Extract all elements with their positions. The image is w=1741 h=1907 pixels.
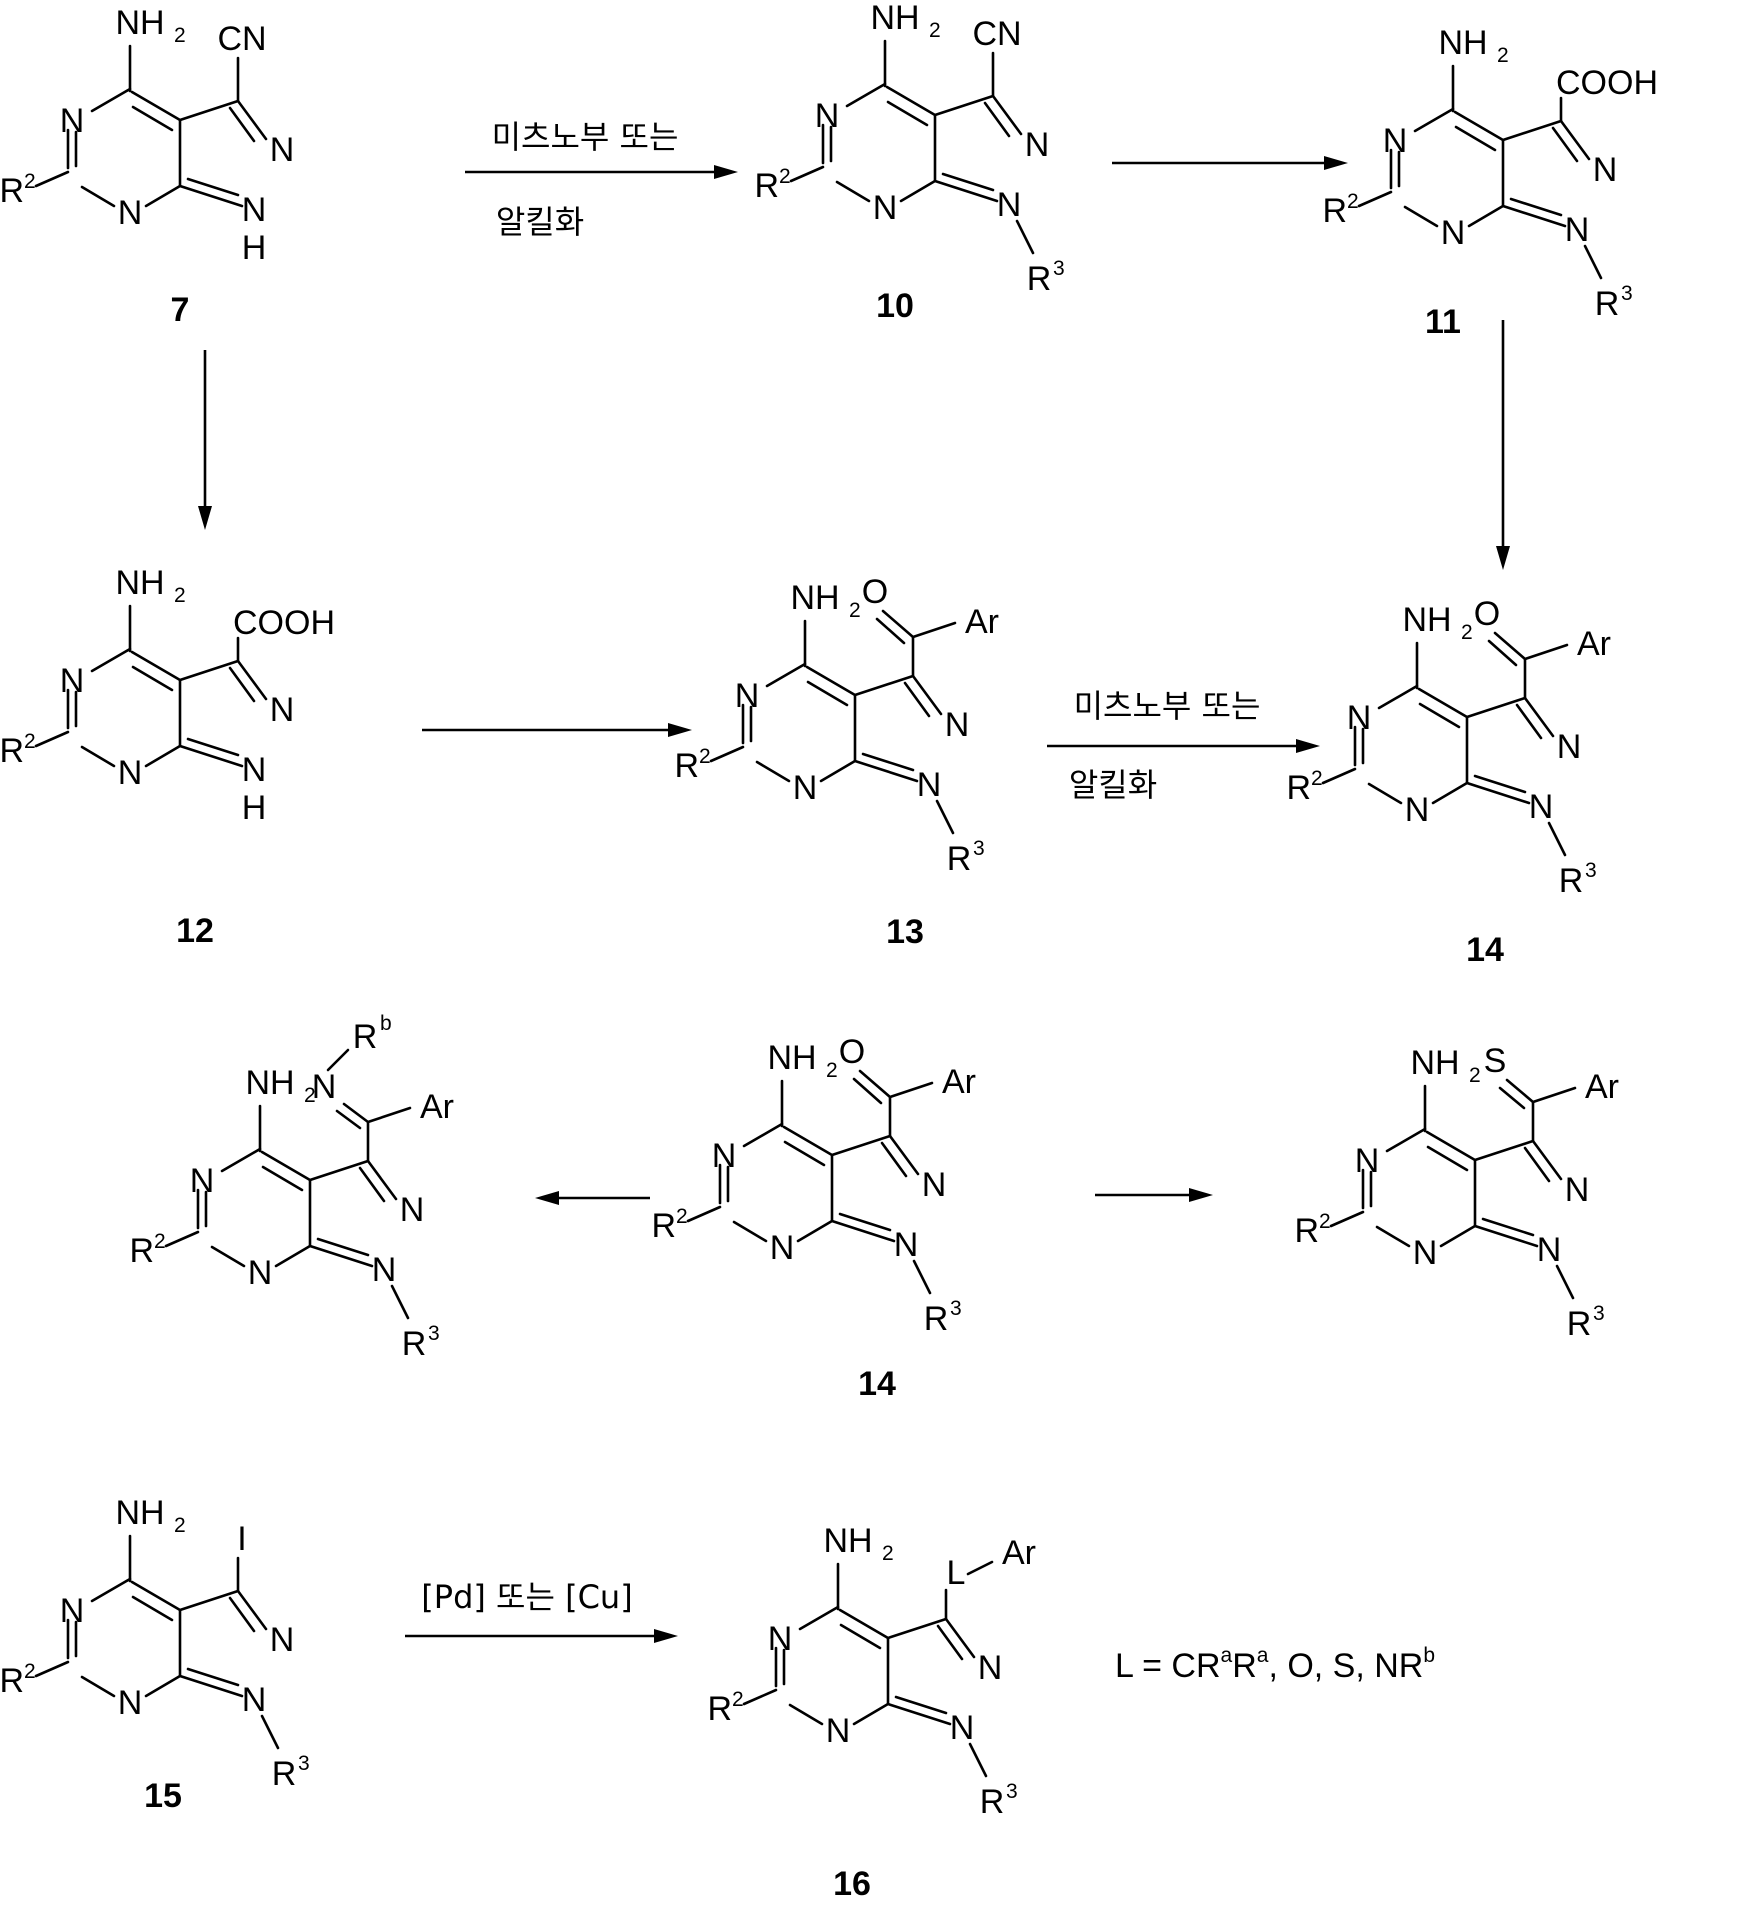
arrow-11-to-14: [1496, 320, 1510, 570]
arrow-13-to-14: [1047, 739, 1320, 753]
imine-product-structure: N R b Ar: [129, 1012, 454, 1363]
condition-alkylation-2: 알킬화: [1069, 766, 1157, 804]
arrow-7-to-10: [465, 165, 738, 179]
arrow-14-to-thioketone: [1095, 1188, 1213, 1202]
compound-15-label: 15: [144, 1777, 182, 1815]
svg-text:L: L: [947, 1554, 966, 1592]
condition-alkylation-1: 알킬화: [496, 203, 584, 241]
svg-text:CN: CN: [972, 15, 1021, 53]
svg-text:O: O: [1474, 595, 1500, 633]
compound-12-label: 12: [176, 912, 214, 950]
compound-14-label-a: 14: [1466, 931, 1504, 969]
compound-10-structure: CN: [754, 0, 1064, 298]
svg-text:N: N: [312, 1068, 337, 1106]
thioketone-product-structure: S Ar: [1294, 1042, 1619, 1343]
svg-text:Ar: Ar: [1002, 1534, 1036, 1572]
compound-7-label: 7: [171, 291, 190, 329]
condition-mitsunobu-1: 미츠노부 또는: [492, 118, 679, 156]
svg-text:Ar: Ar: [1585, 1068, 1619, 1106]
compound-16-label: 16: [833, 1865, 871, 1903]
compound-10-label: 10: [876, 287, 914, 325]
compound-14-structure-b: O Ar: [651, 1033, 976, 1338]
compound-7-structure: CN: [0, 4, 294, 267]
arrow-12-to-13: [422, 723, 692, 737]
compound-11-label: 11: [1425, 303, 1461, 341]
compound-14-label-b: 14: [858, 1365, 896, 1403]
svg-text:Ar: Ar: [420, 1088, 454, 1126]
compound-13-structure: O Ar: [674, 573, 999, 878]
condition-mitsunobu-2: 미츠노부 또는: [1074, 687, 1261, 725]
svg-text:R: R: [353, 1018, 378, 1056]
arrow-15-to-16: [405, 1629, 678, 1643]
linker-definition: L = CRaRa, O, S, NRb: [1115, 1644, 1435, 1685]
svg-text:b: b: [380, 1012, 392, 1035]
compound-16-structure: L Ar: [707, 1522, 1036, 1821]
svg-text:S: S: [1484, 1042, 1507, 1080]
compound-12-structure: COOH: [0, 564, 335, 827]
compound-15-structure: I: [0, 1494, 310, 1793]
compound-13-label: 13: [886, 913, 924, 951]
svg-text:Ar: Ar: [965, 603, 999, 641]
svg-text:CN: CN: [217, 20, 266, 58]
svg-text:O: O: [839, 1033, 865, 1071]
svg-text:COOH: COOH: [1556, 64, 1658, 102]
arrow-10-to-11: [1112, 156, 1348, 170]
compound-11-structure: COOH: [1322, 24, 1658, 323]
svg-text:Ar: Ar: [942, 1063, 976, 1101]
svg-text:I: I: [237, 1520, 246, 1558]
arrow-14-to-imine: [535, 1191, 650, 1205]
compound-14-structure-a: O Ar: [1286, 595, 1611, 900]
arrow-7-to-12: [198, 350, 212, 530]
svg-text:COOH: COOH: [233, 604, 335, 642]
condition-coupling: [Pd] 또는 [Cu]: [421, 1578, 632, 1616]
svg-text:Ar: Ar: [1577, 625, 1611, 663]
svg-text:O: O: [862, 573, 888, 611]
